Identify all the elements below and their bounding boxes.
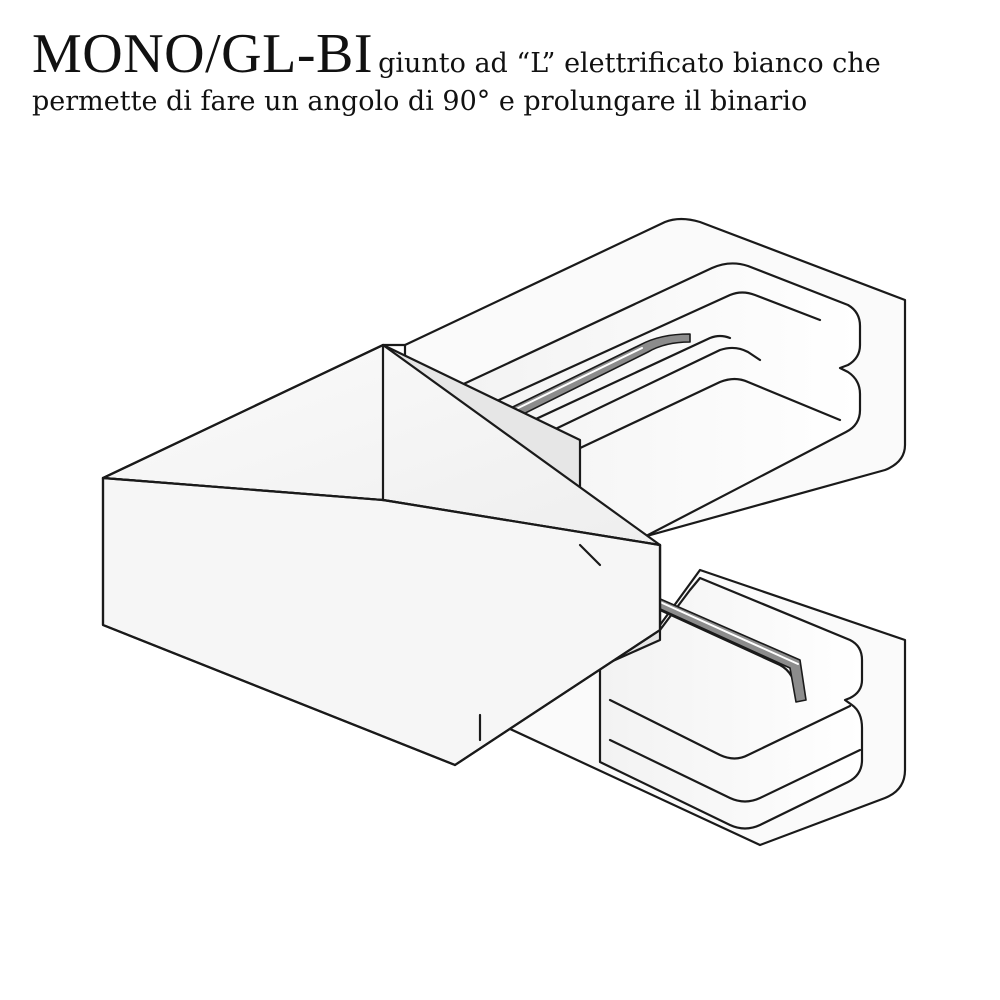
product-header: MONO/GL-BI giunto ad “L” elettrificato b… bbox=[32, 26, 972, 122]
lower-track-section bbox=[478, 568, 907, 847]
connector-cube bbox=[101, 343, 662, 767]
header-line-1: MONO/GL-BI giunto ad “L” elettrificato b… bbox=[32, 26, 972, 84]
product-code: MONO/GL-BI bbox=[32, 23, 373, 85]
product-description-line-2: permette di fare un angolo di 90° e prol… bbox=[32, 86, 808, 117]
product-description-line-1: giunto ad “L” elettrificato bianco che bbox=[378, 48, 881, 79]
